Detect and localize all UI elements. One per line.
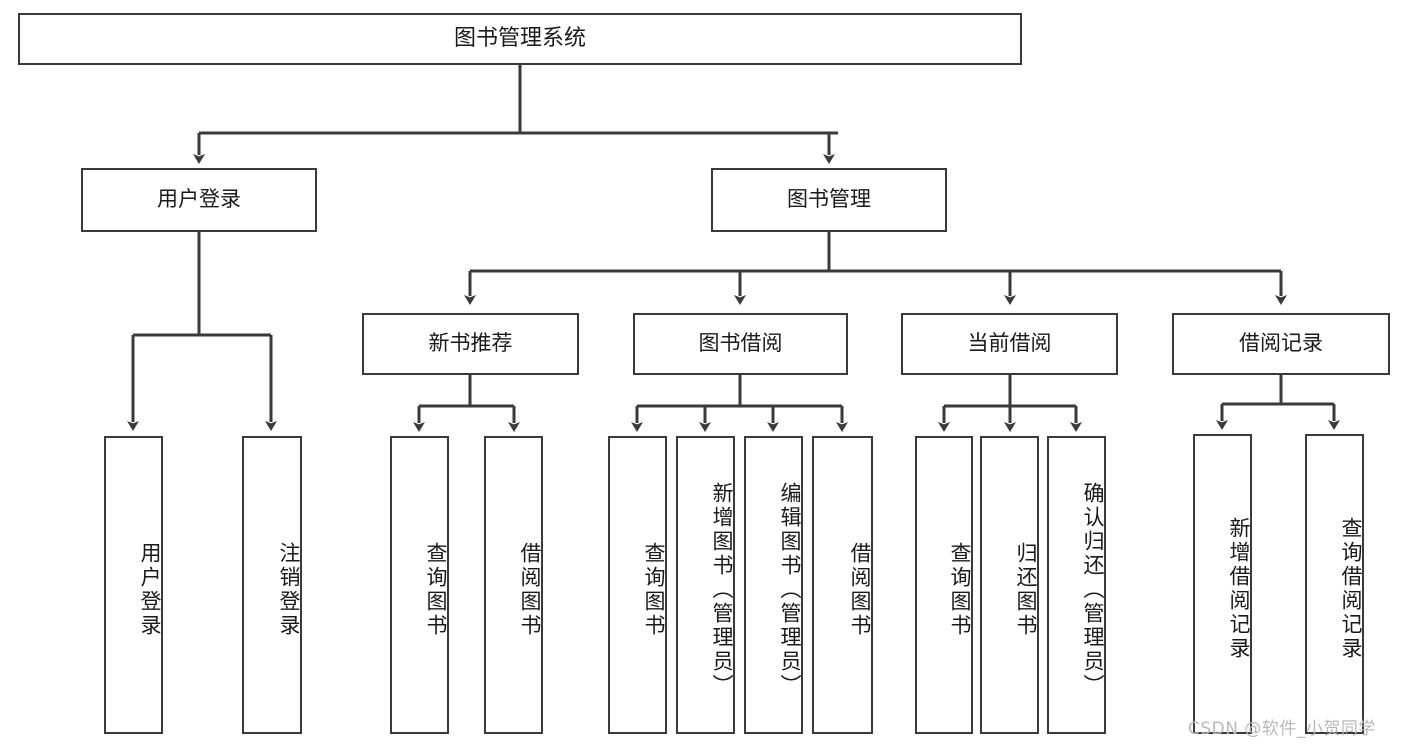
leaf-book-borrow-query-label: 查询图书 — [642, 542, 666, 638]
leaf-book-borrow-borrow-label: 借阅图书 — [848, 542, 872, 638]
node-current-borrow-label: 当前借阅 — [967, 331, 1052, 356]
leaf-user-login-logout-label: 注销登录 — [277, 542, 301, 638]
node-book-management-label: 图书管理 — [787, 187, 871, 212]
leaf-user-login-logout[interactable]: 注销登录 — [242, 436, 302, 734]
leaf-current-borrow-confirm-label: 确认归还（管理员） — [1081, 482, 1105, 698]
leaf-borrow-record-query-label: 查询借阅记录 — [1339, 517, 1363, 661]
leaf-current-borrow-query-label: 查询图书 — [948, 542, 972, 638]
leaf-user-login-login[interactable]: 用户登录 — [104, 436, 163, 734]
node-book-management[interactable]: 图书管理 — [711, 168, 947, 232]
node-borrow-record-label: 借阅记录 — [1239, 331, 1323, 356]
leaf-current-borrow-return-label: 归还图书 — [1014, 542, 1038, 638]
node-new-book-recommend[interactable]: 新书推荐 — [362, 313, 579, 375]
node-new-book-recommend-label: 新书推荐 — [428, 331, 513, 356]
leaf-book-borrow-query[interactable]: 查询图书 — [608, 436, 667, 734]
node-root-label: 图书管理系统 — [453, 25, 586, 51]
leaf-current-borrow-return[interactable]: 归还图书 — [980, 436, 1039, 734]
node-borrow-record[interactable]: 借阅记录 — [1172, 313, 1390, 375]
leaf-user-login-login-label: 用户登录 — [138, 542, 162, 638]
node-user-login-label: 用户登录 — [157, 187, 241, 212]
node-book-borrow[interactable]: 图书借阅 — [633, 313, 848, 375]
leaf-book-borrow-borrow[interactable]: 借阅图书 — [812, 436, 873, 734]
leaf-book-borrow-add[interactable]: 新增图书（管理员） — [676, 436, 735, 734]
leaf-borrow-record-add-label: 新增借阅记录 — [1227, 517, 1251, 661]
leaf-new-book-borrow[interactable]: 借阅图书 — [484, 436, 543, 734]
leaf-current-borrow-confirm[interactable]: 确认归还（管理员） — [1047, 436, 1106, 734]
leaf-current-borrow-query[interactable]: 查询图书 — [915, 436, 973, 734]
leaf-book-borrow-edit-label: 编辑图书（管理员） — [778, 482, 802, 698]
leaf-book-borrow-add-label: 新增图书（管理员） — [710, 482, 734, 698]
leaf-new-book-query[interactable]: 查询图书 — [390, 436, 449, 734]
node-root[interactable]: 图书管理系统 — [18, 13, 1022, 65]
node-user-login[interactable]: 用户登录 — [81, 168, 317, 232]
leaf-borrow-record-query[interactable]: 查询借阅记录 — [1305, 434, 1364, 734]
node-current-borrow[interactable]: 当前借阅 — [901, 313, 1118, 375]
leaf-borrow-record-add[interactable]: 新增借阅记录 — [1193, 434, 1252, 734]
node-book-borrow-label: 图书借阅 — [698, 331, 783, 356]
leaf-book-borrow-edit[interactable]: 编辑图书（管理员） — [744, 436, 803, 734]
leaf-new-book-query-label: 查询图书 — [424, 542, 448, 638]
watermark: CSDN @软件_小贺同学 — [1188, 719, 1376, 739]
leaf-new-book-borrow-label: 借阅图书 — [518, 542, 542, 638]
